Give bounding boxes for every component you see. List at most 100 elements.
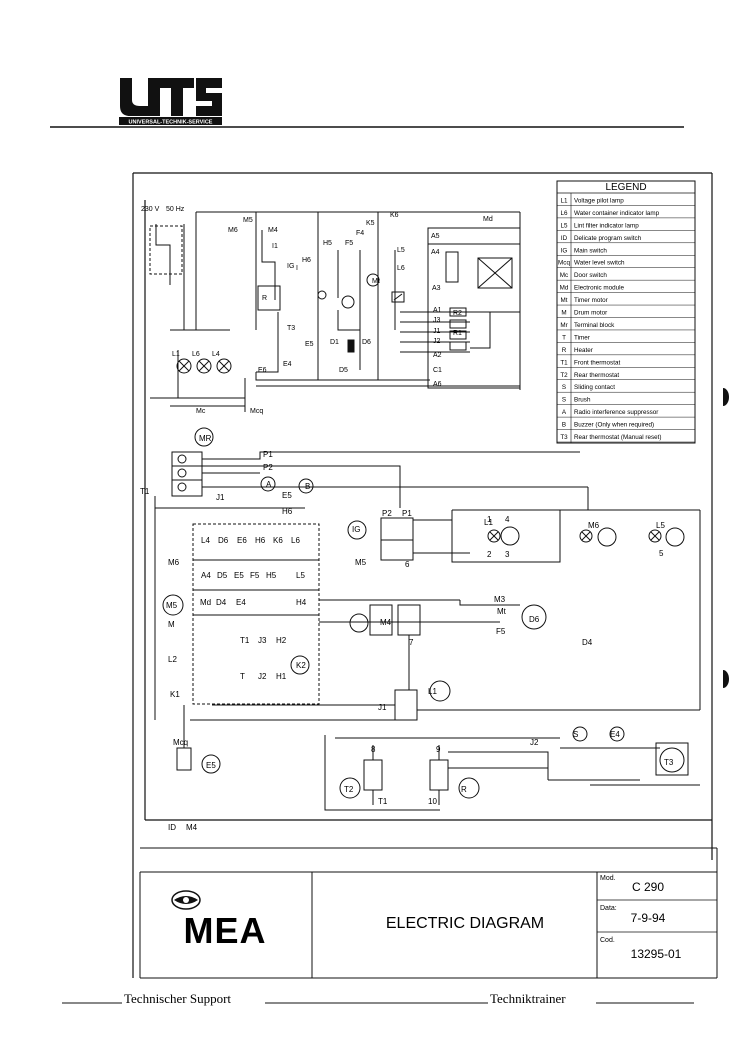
legend-code: L5	[560, 222, 568, 229]
component-label: J3	[433, 317, 441, 324]
component-label: E6	[258, 367, 267, 374]
legend-description: Drum motor	[574, 310, 607, 317]
component-label: A	[266, 480, 272, 489]
component-label: H1	[276, 672, 287, 681]
component-label: E5	[282, 491, 292, 500]
component-label: D5	[217, 571, 228, 580]
component-label: B	[305, 482, 310, 491]
component-label: M5	[166, 601, 178, 610]
component-label: S	[573, 730, 578, 739]
component-label: R	[262, 295, 267, 302]
upper-symbols	[176, 273, 405, 374]
mod-label: Mod.	[600, 875, 616, 882]
component-label: M6	[168, 558, 180, 567]
component-label: M5	[355, 558, 367, 567]
component-label: IG	[287, 263, 294, 270]
component-label: R1	[453, 330, 462, 337]
component-label: K2	[296, 661, 306, 670]
legend-code: R	[562, 347, 567, 354]
mod-value: C 290	[632, 880, 664, 894]
legend-code: T2	[560, 372, 568, 379]
legend-code: ID	[561, 235, 568, 242]
node-number: 5	[659, 549, 664, 558]
component-label: D4	[216, 598, 227, 607]
legend-description: Timer	[574, 334, 590, 341]
component-label: IG	[352, 525, 360, 534]
component-label: A5	[431, 233, 440, 240]
legend-description: Timer motor	[574, 297, 608, 304]
buzzer-b-symbol	[298, 478, 314, 494]
footer: Technischer Support Techniktrainer	[62, 991, 694, 1006]
component-label: F5	[250, 571, 260, 580]
component-label: F5	[345, 240, 353, 247]
legend-description: Main switch	[574, 247, 607, 254]
timer-t-symbol	[290, 655, 310, 675]
component-label: Mc	[196, 408, 206, 415]
component-label: I	[296, 265, 298, 272]
supply-frequency: 50 Hz	[166, 206, 185, 213]
component-label: J2	[433, 338, 441, 345]
component-label: M4	[186, 823, 198, 832]
legend-code: T3	[560, 434, 568, 441]
component-label: D5	[339, 367, 348, 374]
legend-description: Buzzer (Only when required)	[574, 422, 654, 429]
uts-logo: UNIVERSAL-TECHNIK-SERVICE	[119, 78, 222, 126]
component-label: Md	[200, 598, 211, 607]
component-label: L6	[397, 265, 405, 272]
lower-schematic	[154, 451, 701, 811]
legend-description: Rear thermostat (Manual reset)	[574, 434, 662, 441]
component-label: J1	[433, 328, 441, 335]
component-label: M4	[268, 227, 278, 234]
component-label: A3	[432, 285, 441, 292]
lamp-l4-symbol	[216, 358, 232, 374]
component-label: M4	[380, 618, 392, 627]
component-label: Mcq	[173, 738, 188, 747]
md-circle-symbol	[162, 594, 184, 616]
timer-motor-symbol	[341, 295, 355, 309]
lamp-l1-symbol	[176, 358, 192, 374]
legend-description: Brush	[574, 397, 591, 404]
component-label: E5	[305, 341, 314, 348]
component-label: A4	[201, 571, 211, 580]
component-label: H5	[323, 240, 332, 247]
front-thermostat-symbol	[339, 777, 361, 799]
component-label: Mt	[372, 278, 380, 285]
legend-description: Lint filter indicator lamp	[574, 222, 639, 229]
heater-r-symbol	[659, 747, 685, 773]
component-label: E6	[237, 536, 247, 545]
node-number: 8	[371, 745, 376, 754]
legend-description: Front thermostat	[574, 359, 620, 366]
component-label: D6	[218, 536, 229, 545]
title-block: MEA ELECTRIC DIAGRAM Mod. C 290 Data: 7-…	[139, 847, 718, 979]
component-label: P1	[263, 450, 273, 459]
component-label: F5	[496, 627, 506, 636]
sliding-contact-symbol	[201, 754, 221, 774]
component-label: L1	[428, 687, 437, 696]
component-label: Mt	[497, 607, 507, 616]
lamp-l4-lower-symbol	[665, 527, 685, 547]
component-label: D4	[582, 638, 593, 647]
cod-label: Cod.	[600, 937, 615, 944]
cod-value: 13295-01	[631, 947, 682, 961]
component-label: MR	[199, 434, 212, 443]
component-label: T3	[287, 325, 295, 332]
component-label: J3	[258, 636, 267, 645]
component-label: T1	[140, 487, 150, 496]
component-label: D6	[529, 615, 540, 624]
legend-code: T1	[560, 359, 568, 366]
component-label: H6	[302, 257, 311, 264]
component-label: M	[168, 620, 175, 629]
legend-code: T	[562, 334, 566, 341]
component-label: T1	[378, 797, 388, 806]
mea-logo-emblem	[171, 890, 201, 910]
supply-voltage: 230 V	[141, 206, 160, 213]
legend-code: L6	[560, 210, 568, 217]
terminal-mr-symbol	[194, 427, 214, 447]
legend-title: LEGEND	[605, 182, 646, 193]
component-label: L1	[172, 351, 180, 358]
legend-code: Mr	[560, 322, 567, 329]
footer-right-text: Techniktrainer	[490, 991, 566, 1006]
